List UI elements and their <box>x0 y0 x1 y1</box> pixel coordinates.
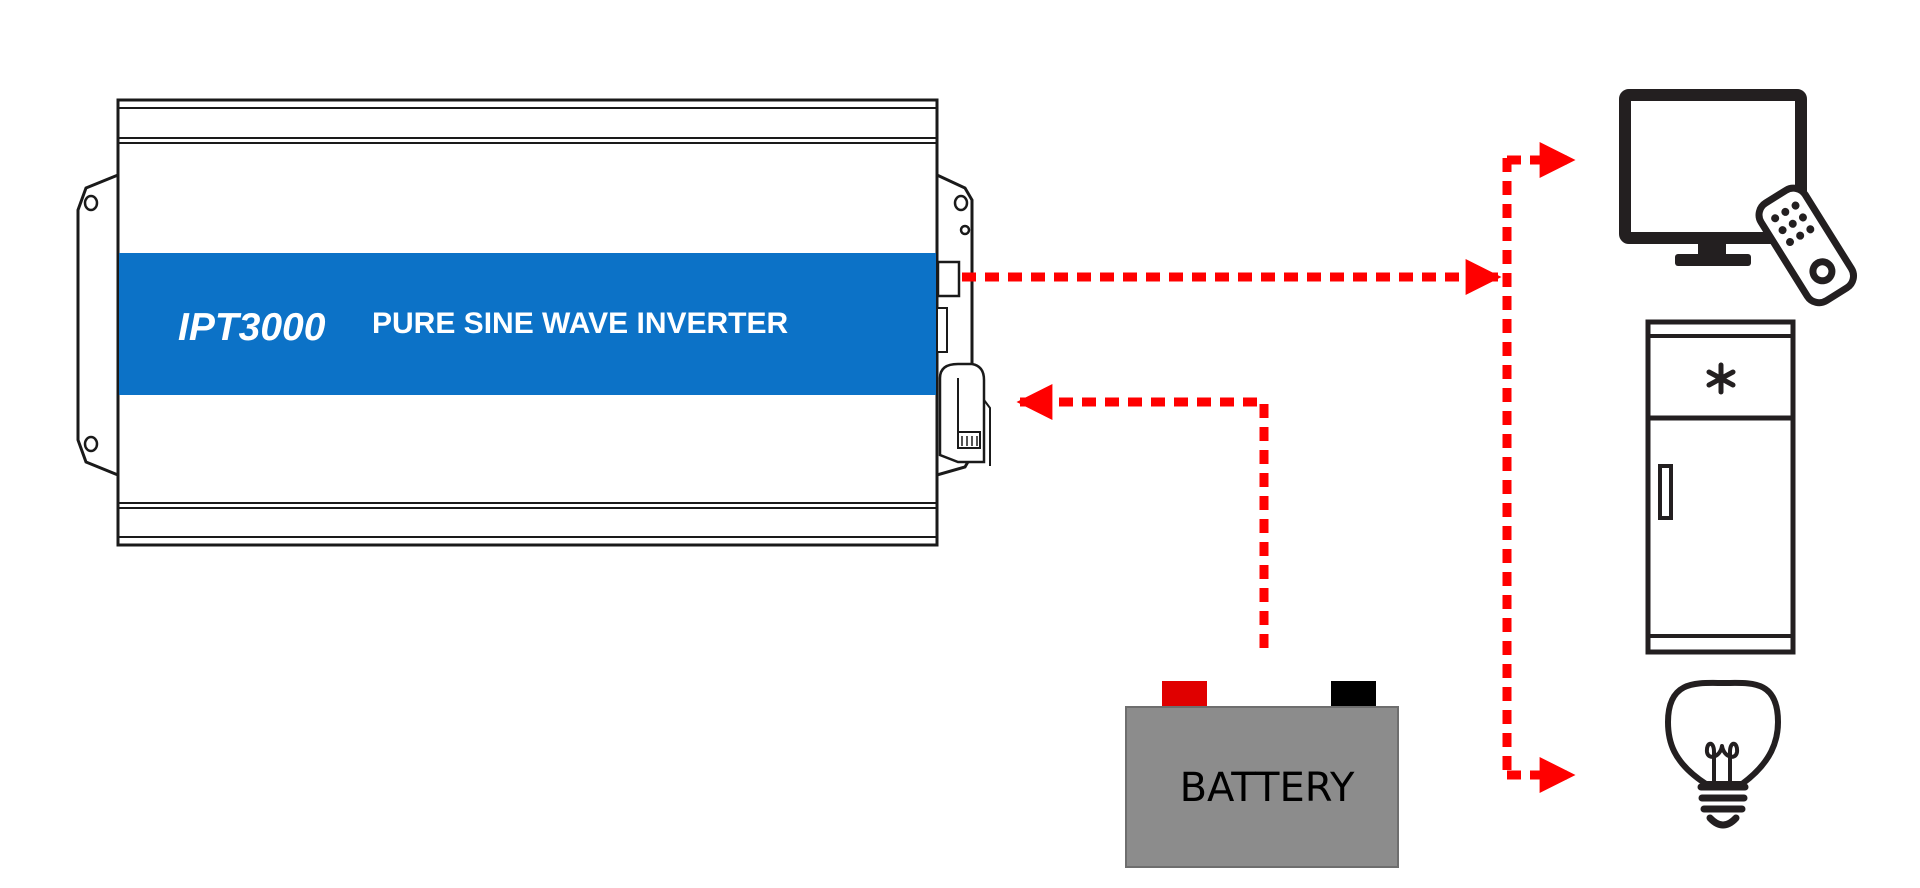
ac-output-socket <box>936 260 961 298</box>
inverter-label-band <box>119 253 936 395</box>
inverter: IPT3000 PURE SINE WAVE INVERTER <box>76 98 991 547</box>
battery-body <box>1125 706 1399 868</box>
dc-input-terminal <box>938 362 991 466</box>
tv-with-remote-icon <box>1619 89 1857 307</box>
battery-label: BATTERY <box>1180 765 1355 811</box>
side-switch <box>936 307 948 353</box>
left-mounting-bracket <box>76 172 120 478</box>
inverter-description-label: PURE SINE WAVE INVERTER <box>372 307 789 340</box>
battery-negative-terminal <box>1331 681 1376 708</box>
battery-positive-terminal <box>1162 681 1207 708</box>
battery-to-inverter-arrow <box>1016 384 1269 648</box>
battery: BATTERY <box>1125 681 1399 868</box>
inverter-model-label: IPT3000 <box>178 306 326 349</box>
power-flow-lines <box>962 142 1576 793</box>
refrigerator-icon <box>1645 319 1796 655</box>
light-bulb-icon <box>1665 679 1781 829</box>
